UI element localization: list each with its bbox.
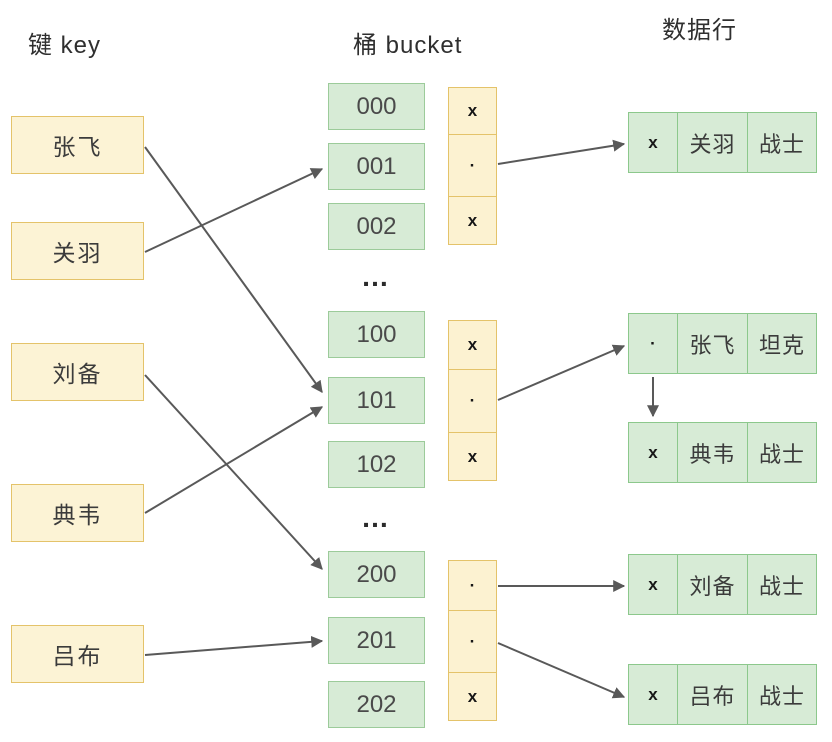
bucket-ellipsis-1: … [361, 261, 392, 292]
pointer-cell-202: x [449, 672, 496, 720]
data-row-lvbu: x 吕布 战士 [628, 664, 817, 725]
header-data-rows: 数据行 [662, 17, 737, 44]
row-name: 张飞 [678, 314, 748, 373]
row-name: 刘备 [678, 555, 748, 614]
arrow-pointer-101-to-row-zhangfei [497, 344, 626, 401]
row-flag: x [629, 555, 678, 614]
key-box-liubei: 刘备 [11, 343, 144, 401]
row-flag: x [629, 665, 678, 724]
bucket-box-002: 002 [328, 203, 425, 250]
pointer-cell-100: x [467, 335, 478, 354]
row-flag: x [629, 423, 678, 482]
key-box-guanyu: 关羽 [11, 222, 144, 280]
bucket-box-102: 102 [328, 441, 425, 488]
bucket-ellipsis-2: … [361, 502, 392, 533]
data-row-liubei: x 刘备 战士 [628, 554, 817, 615]
row-role: 战士 [758, 573, 805, 599]
arrow-key-zhangfei-to-bucket-101 [144, 146, 323, 393]
arrow-key-dianwei-to-bucket-101 [144, 406, 324, 514]
arrow-pointer-201-to-row-lvbu [497, 642, 626, 699]
pointer-stack-200s: · · x [448, 560, 497, 721]
row-flag: x [629, 113, 678, 172]
key-box-dianwei: 典韦 [11, 484, 144, 542]
row-role: 战士 [758, 441, 805, 467]
pointer-cell-200: · [469, 575, 476, 595]
pointer-cell-201: · [449, 610, 496, 672]
data-row-zhangfei: · 张飞 坦克 [628, 313, 817, 374]
arrow-key-guanyu-to-bucket-001 [144, 168, 324, 253]
pointer-cell-001: · [449, 134, 496, 196]
row-role: 战士 [758, 683, 805, 709]
pointer-cell-101: · [449, 369, 496, 432]
bucket-box-202: 202 [328, 681, 425, 728]
bucket-box-200: 200 [328, 551, 425, 598]
bucket-box-001: 001 [328, 143, 425, 190]
bucket-box-101: 101 [328, 377, 425, 424]
row-role: 战士 [758, 131, 805, 157]
pointer-cell-102: x [449, 432, 496, 480]
pointer-cell-000: x [467, 101, 478, 120]
row-flag: · [629, 314, 678, 373]
row-name: 关羽 [678, 113, 748, 172]
header-keys: 键 key [28, 32, 102, 59]
arrow-key-lvbu-to-bucket-201 [144, 635, 324, 656]
arrow-key-liubei-to-bucket-200 [144, 374, 323, 570]
row-name: 吕布 [678, 665, 748, 724]
pointer-stack-100s: x · x [448, 320, 497, 481]
pointer-cell-002: x [449, 196, 496, 244]
key-box-zhangfei: 张飞 [11, 116, 144, 174]
data-row-dianwei: x 典韦 战士 [628, 422, 817, 483]
key-box-lvbu: 吕布 [11, 625, 144, 683]
row-name: 典韦 [678, 423, 748, 482]
bucket-box-100: 100 [328, 311, 425, 358]
arrow-pointer-001-to-row-guanyu [497, 139, 626, 165]
data-row-guanyu: x 关羽 战士 [628, 112, 817, 173]
bucket-box-201: 201 [328, 617, 425, 664]
row-role: 坦克 [758, 332, 805, 358]
header-buckets: 桶 bucket [353, 32, 463, 59]
bucket-box-000: 000 [328, 83, 425, 130]
pointer-stack-000s: x · x [448, 87, 497, 245]
